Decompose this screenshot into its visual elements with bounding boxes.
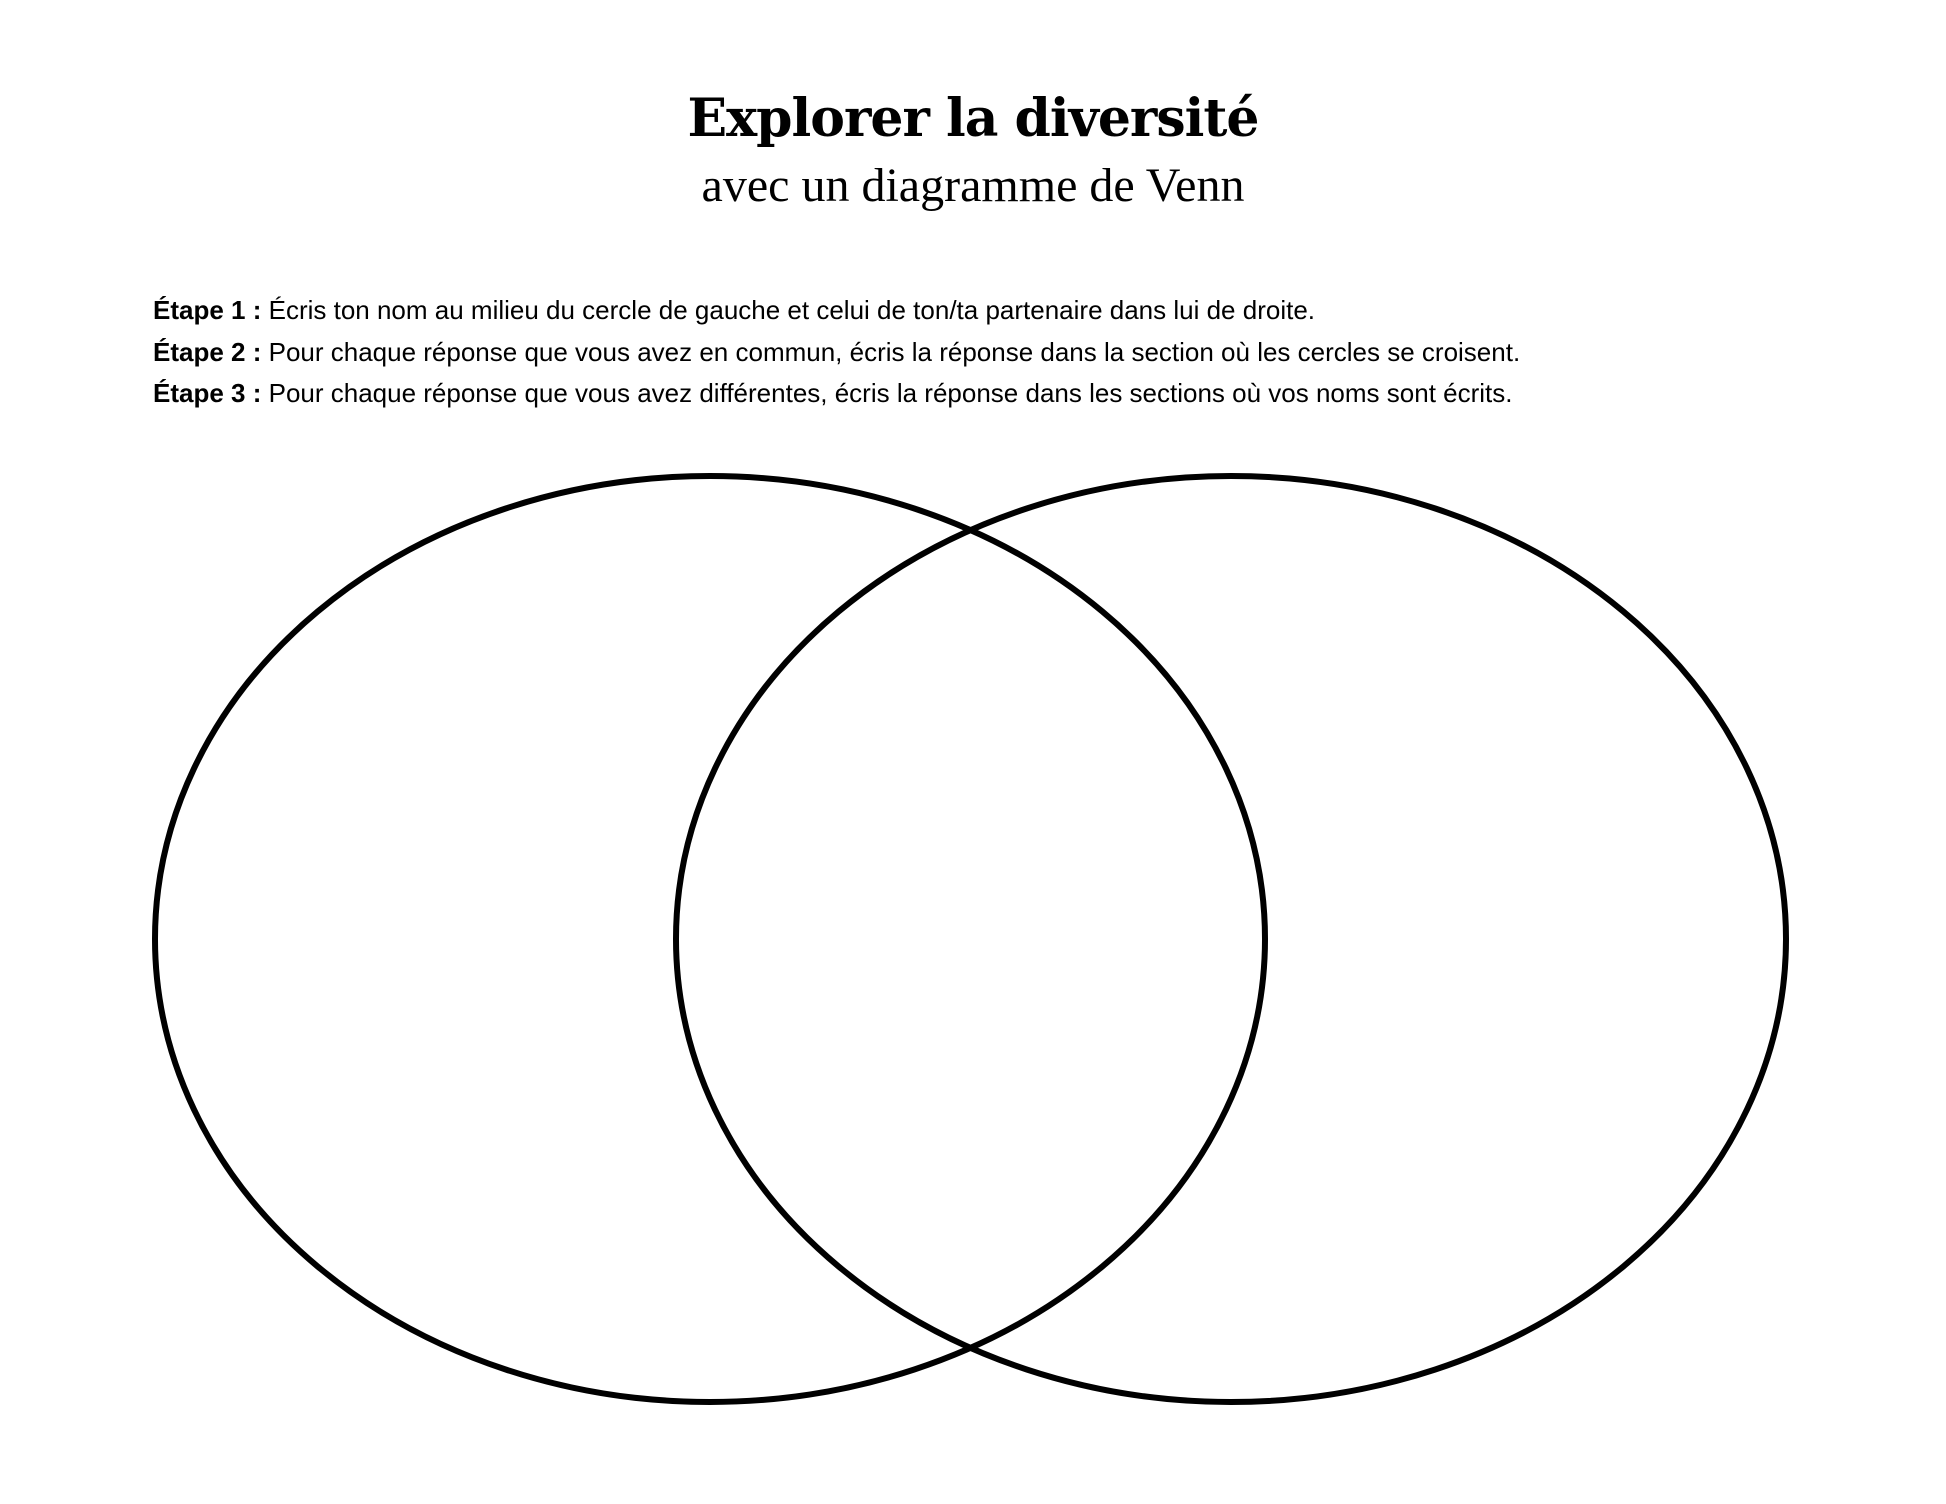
venn-left-circle — [152, 473, 1268, 1405]
page-title: Explorer la diversité — [687, 88, 1260, 149]
step-label: Étape 2 : — [153, 336, 262, 367]
venn-right-circle — [673, 473, 1789, 1405]
step-text: Écris ton nom au milieu du cercle de gau… — [261, 295, 1315, 325]
instructions: Étape 1 : Écris ton nom au milieu du cer… — [153, 290, 1520, 415]
step-2: Étape 2 : Pour chaque réponse que vous a… — [153, 332, 1520, 374]
step-text: Pour chaque réponse que vous avez en com… — [261, 336, 1521, 367]
step-label: Étape 1 : — [153, 295, 262, 325]
step-text: Pour chaque réponse que vous avez différ… — [261, 378, 1513, 408]
step-label: Étape 3 : — [153, 378, 262, 408]
page-subtitle: avec un diagramme de Venn — [701, 159, 1245, 212]
step-1: Étape 1 : Écris ton nom au milieu du cer… — [153, 290, 1520, 332]
step-3: Étape 3 : Pour chaque réponse que vous a… — [153, 373, 1520, 415]
